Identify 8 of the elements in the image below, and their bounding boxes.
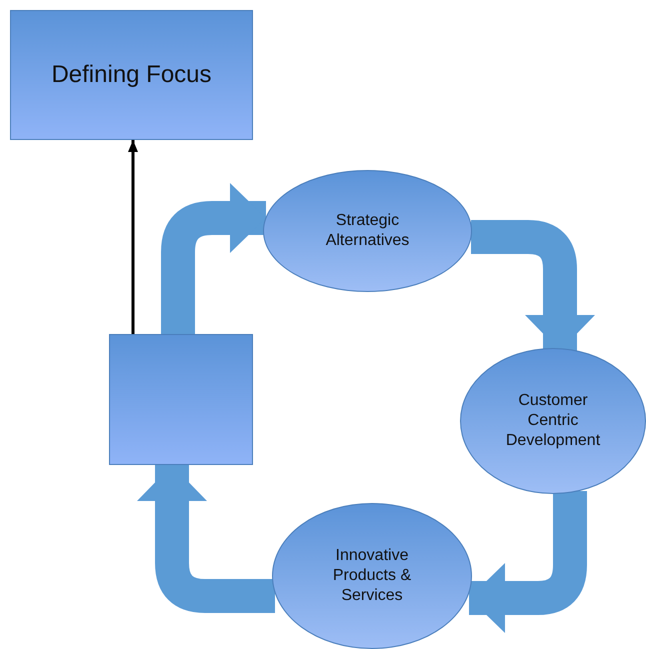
process-box	[10, 10, 253, 140]
block-arrow	[471, 220, 595, 351]
node-label: Strategic Alternatives	[324, 211, 410, 251]
process-box	[109, 334, 253, 465]
node-label: Defining Focus	[51, 60, 212, 90]
node-label: Customer Centric Development	[504, 391, 602, 451]
arrow	[128, 140, 138, 334]
node-label: Innovative Products & Services	[332, 546, 412, 606]
